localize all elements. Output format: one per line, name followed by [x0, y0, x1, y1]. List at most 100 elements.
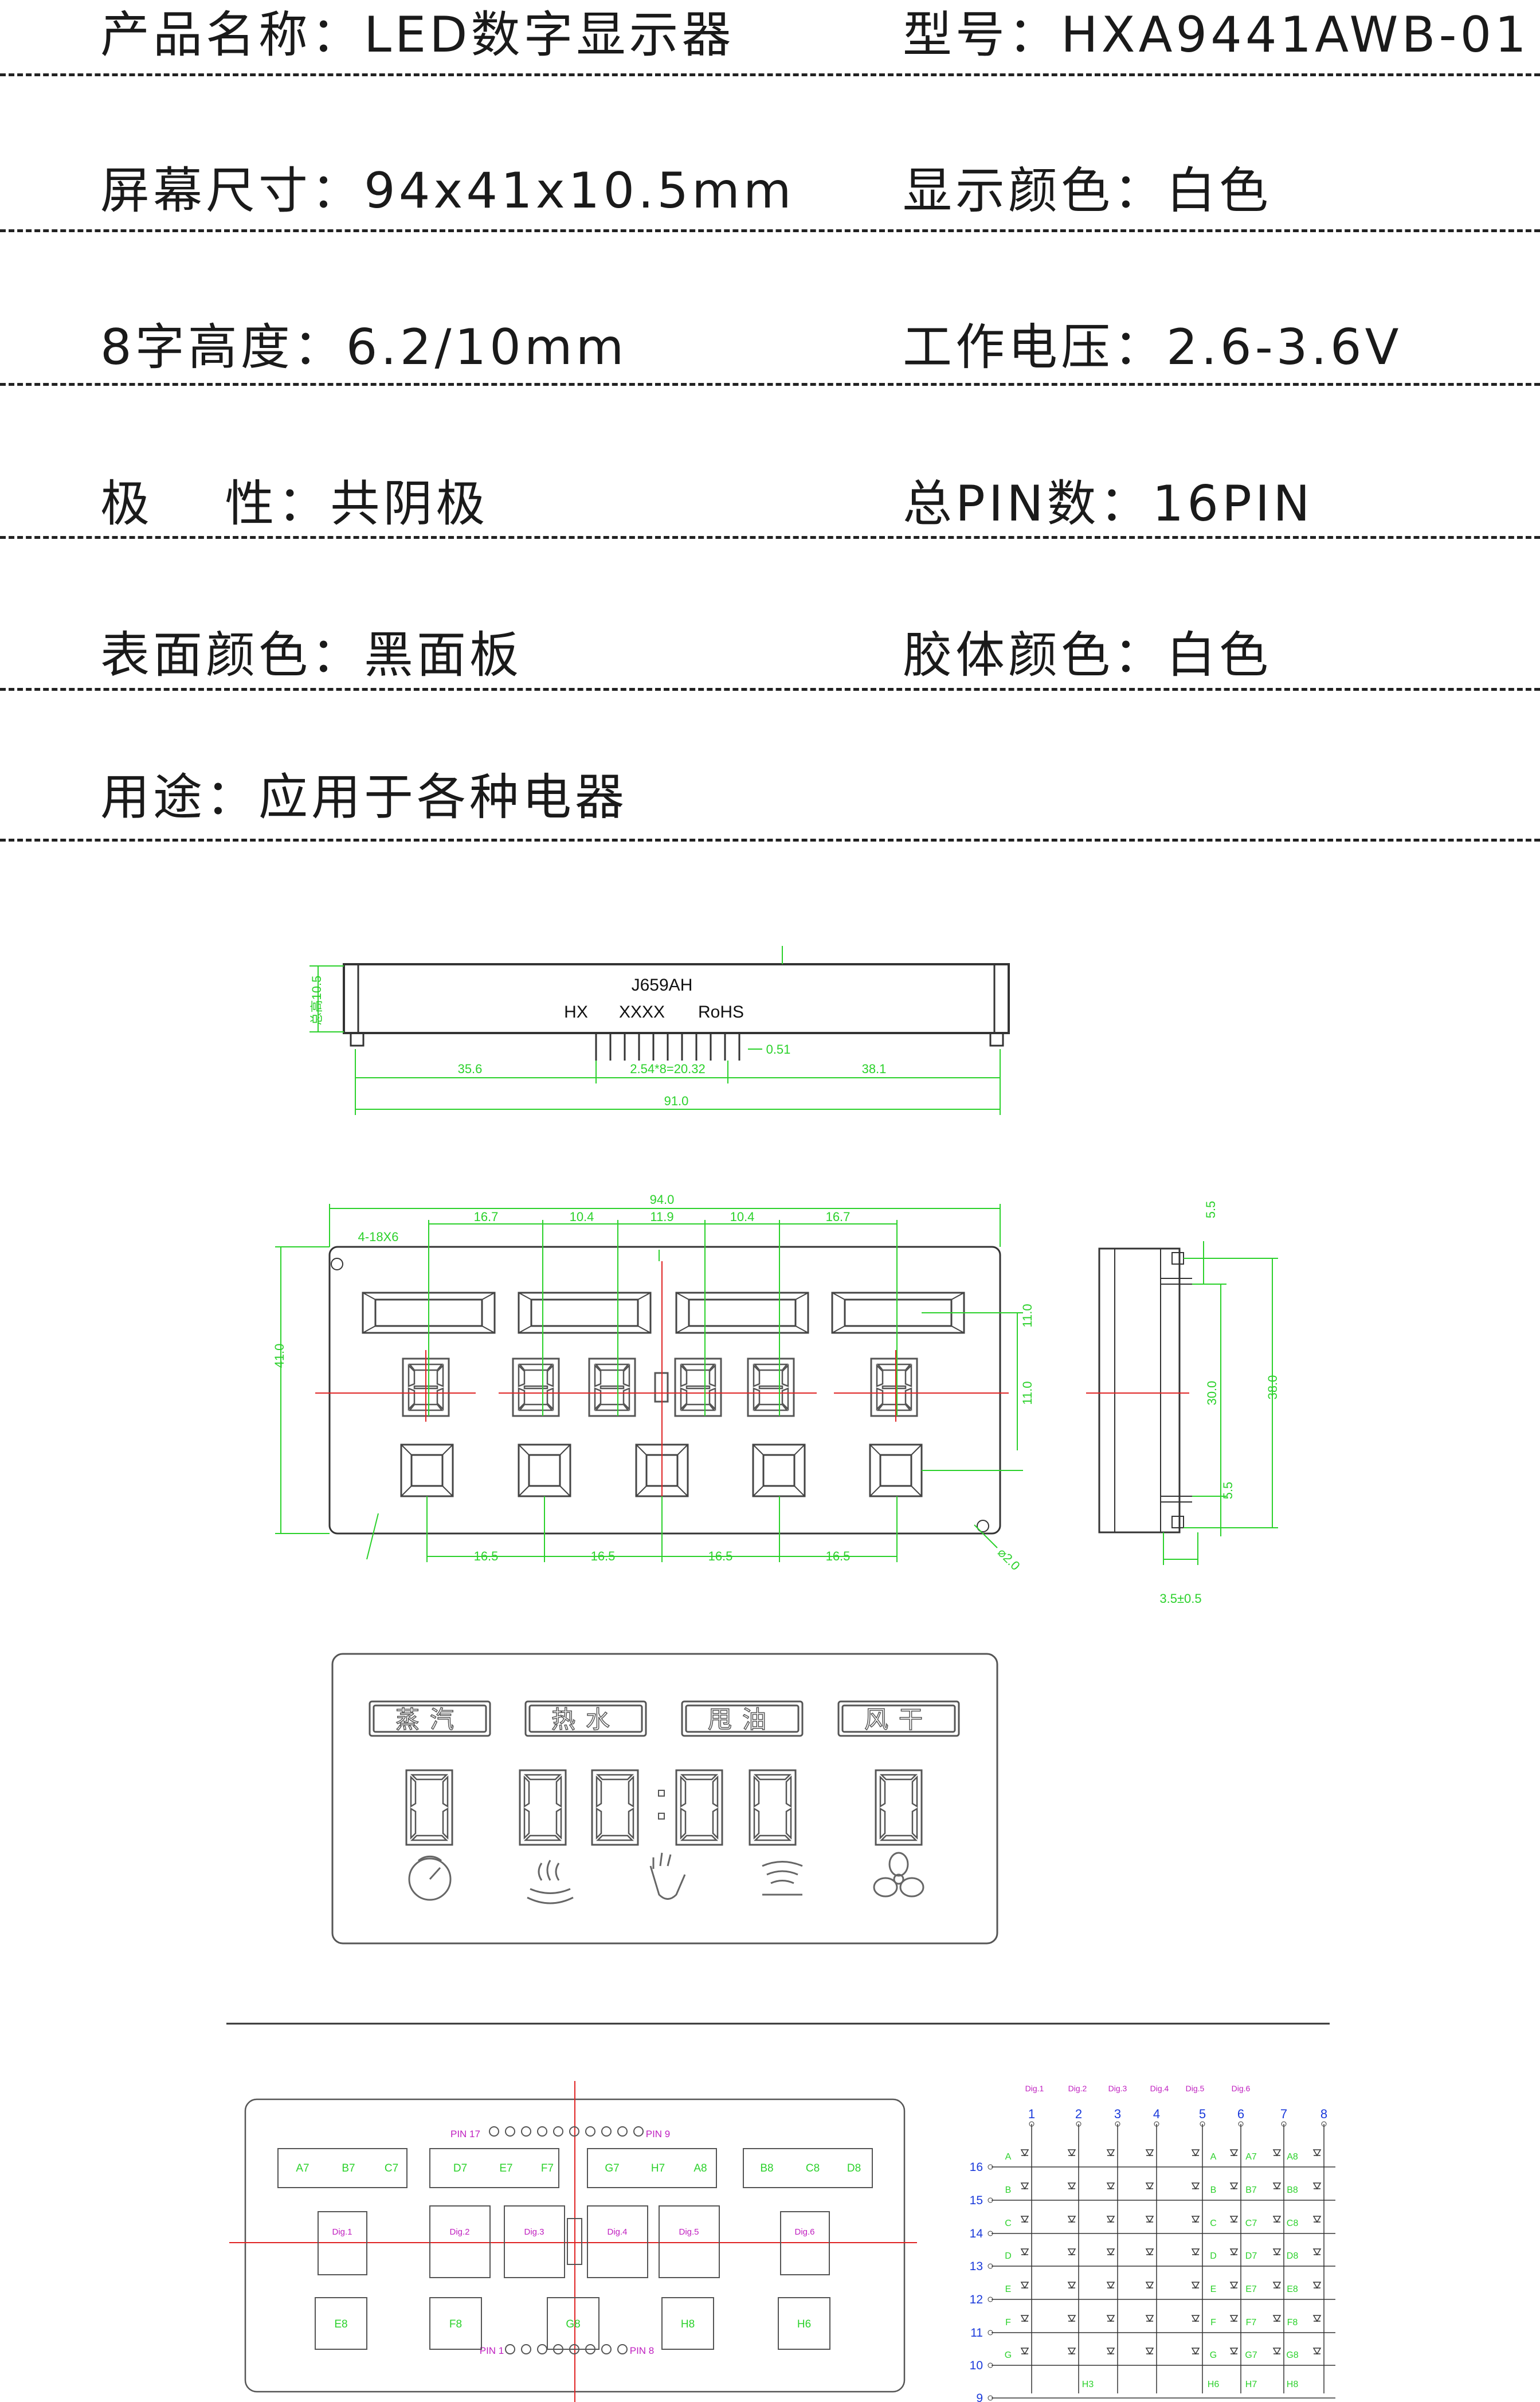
spec-screen-size: 屏幕尺寸：94x41x10.5mm: [100, 162, 795, 220]
seg-b-r: B: [1210, 2185, 1217, 2195]
diode-symbol: [1313, 2315, 1321, 2322]
diode-symbol: [1068, 2216, 1076, 2223]
dim-pitch: 2.54*8=20.32: [630, 1062, 706, 1076]
diode-symbol: [1313, 2149, 1321, 2156]
box-h8: H8: [681, 2318, 695, 2330]
box-e7: E7: [499, 2162, 512, 2174]
spec-polarity: 极 性：共阴极: [100, 475, 489, 533]
matrix-col-4: 4: [1153, 2107, 1160, 2121]
box-f7: F7: [541, 2162, 554, 2174]
timer-icon: [408, 1855, 452, 1901]
diode-symbol: [1230, 2248, 1238, 2255]
spec-voltage: 工作电压：2.6-3.6V: [903, 319, 1402, 376]
diode-symbol: [1146, 2182, 1154, 2189]
front-width-dim: 94.0: [650, 1192, 675, 1207]
box-c7: C7: [385, 2162, 398, 2174]
diode-symbol: [1192, 2348, 1200, 2354]
dim-total: 91.0: [664, 1094, 689, 1108]
matrix-row-11: 11: [970, 2326, 983, 2340]
matrix-row-terminal: [988, 2395, 993, 2401]
seg-g7: G7: [1245, 2350, 1257, 2360]
spec-product-name: 产品名称：LED数字显示器: [100, 6, 735, 64]
divider: [0, 688, 1540, 691]
diode-symbol: [1192, 2149, 1200, 2156]
spec-body-color: 胶体颜色：白色: [903, 627, 1272, 684]
front-height-dim: 41.0: [272, 1344, 287, 1368]
diode-symbol: [1230, 2282, 1238, 2288]
heater-icon: [762, 1861, 803, 1896]
seg-a: A: [1005, 2152, 1012, 2162]
diode-symbol: [1021, 2216, 1029, 2223]
pin-dim: 3.5±0.5: [1159, 1591, 1201, 1606]
diode-symbol: [1273, 2248, 1281, 2255]
box-f8: F8: [449, 2318, 462, 2330]
diode-symbol: [1068, 2149, 1076, 2156]
diode-symbol: [1146, 2315, 1154, 2322]
seg-g8: G8: [1286, 2350, 1298, 2360]
pin1-label: PIN 1: [480, 2345, 504, 2356]
divider: [0, 839, 1540, 842]
matrix-dig4: Dig.4: [1150, 2084, 1169, 2093]
matrix-column-terminal: [1115, 2121, 1120, 2127]
dig3-label: Dig.3: [524, 2227, 544, 2237]
diode-symbol: [1192, 2182, 1200, 2189]
matrix-row-terminal: [988, 2164, 993, 2170]
diode-symbol: [1021, 2348, 1029, 2354]
pin9-label: PIN 9: [646, 2129, 671, 2139]
diode-symbol: [1021, 2248, 1029, 2255]
matrix-dig5: Dig.5: [1186, 2084, 1205, 2093]
right-total-dim: 38.0: [1265, 1375, 1280, 1400]
front-view: 94.0 4-18X6 16.7 10.4 11.9 10.4 16.7 41.…: [272, 1192, 1034, 1573]
diode-symbol: [1146, 2149, 1154, 2156]
seg-a8: A8: [1287, 2152, 1298, 2162]
seg-f7: F7: [1246, 2318, 1257, 2327]
panel-label-spin: 甩油: [708, 1706, 777, 1733]
diode-symbol: [1273, 2315, 1281, 2322]
right-bottom-dim: 5.5: [1221, 1482, 1235, 1500]
seg-d-r: D: [1210, 2251, 1217, 2261]
matrix-row-13: 13: [970, 2260, 983, 2273]
matrix-column-terminal: [1238, 2121, 1244, 2127]
matrix-row-terminal: [988, 2263, 993, 2269]
seg-f8: F8: [1287, 2318, 1298, 2327]
diode-symbol: [1230, 2348, 1238, 2354]
right-top-dim: 5.5: [1204, 1201, 1218, 1219]
matrix-col-6: 6: [1237, 2107, 1244, 2121]
matrix-col-5: 5: [1199, 2107, 1206, 2121]
diode-symbol: [1068, 2315, 1076, 2322]
diode-symbol: [1107, 2182, 1115, 2189]
matrix-row-10: 10: [970, 2359, 983, 2372]
diode-symbol: [1313, 2248, 1321, 2255]
box-b7: B7: [342, 2162, 355, 2174]
panel-label-dry: 风干: [864, 1706, 933, 1733]
panel-view: 蒸汽 热水 甩油 风干: [331, 1653, 998, 1945]
seg-h6: H6: [1208, 2380, 1220, 2389]
box-g7: G7: [605, 2162, 619, 2174]
right-mid-dim: 30.0: [1205, 1381, 1219, 1406]
seg-d7: D7: [1245, 2251, 1257, 2261]
dim-d3: 11.9: [650, 1210, 673, 1224]
pin17-label: PIN 17: [450, 2129, 480, 2139]
matrix-column-terminal: [1154, 2121, 1159, 2127]
seg-e-r: E: [1210, 2284, 1217, 2294]
matrix-row-12: 12: [970, 2293, 983, 2306]
diode-symbol: [1021, 2149, 1029, 2156]
spec-display-color: 显示颜色：白色: [903, 162, 1272, 220]
diode-symbol: [1192, 2315, 1200, 2322]
seg-b: B: [1005, 2185, 1012, 2195]
seg-d: D: [1005, 2251, 1012, 2261]
dig6-label: Dig.6: [794, 2227, 814, 2237]
seg-c8: C8: [1287, 2219, 1299, 2228]
seg-h8: H8: [1287, 2380, 1299, 2389]
seg-g-r: G: [1210, 2350, 1217, 2360]
steam-hand-icon: [527, 1860, 574, 1904]
box-c8: C8: [806, 2162, 820, 2174]
part-code: J659AH: [632, 976, 693, 995]
seg-e8: E8: [1287, 2284, 1298, 2294]
seg-h7: H7: [1245, 2380, 1257, 2389]
diode-symbol: [1273, 2348, 1281, 2354]
dim-r2: 11.0: [1020, 1381, 1034, 1405]
diode-symbol: [1313, 2282, 1321, 2288]
box-b8: B8: [760, 2162, 773, 2174]
matrix-row-15: 15: [970, 2194, 983, 2207]
